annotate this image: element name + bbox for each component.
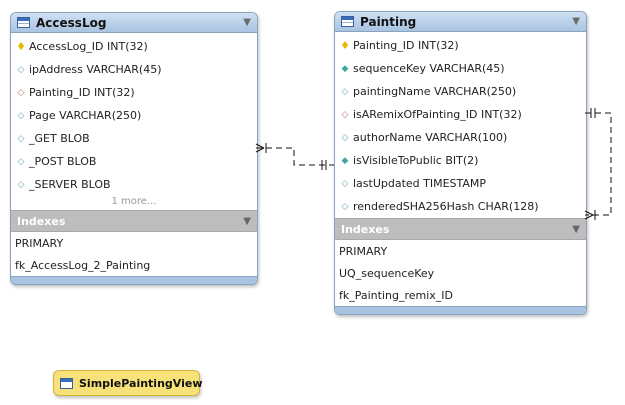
view-icon [60,377,73,389]
column-label: AccessLog_ID INT(32) [29,40,148,53]
column-label: _SERVER BLOB [29,178,111,191]
table-title: AccessLog [36,15,107,30]
indexes-header[interactable]: Indexes ▼ [11,210,257,232]
table-column[interactable]: ♦Painting_ID INT(32) [335,34,586,57]
column-icon: ◇ [17,64,25,75]
column-icon: ◇ [17,179,25,190]
index-item[interactable]: fk_Painting_remix_ID [339,288,454,302]
table-column[interactable]: ◇ lastUpdated TIMESTAMP [335,172,586,195]
table-column[interactable]: ◇ Painting_ID INT(32) [11,81,257,104]
column-icon: ◇ [341,86,349,97]
table-column[interactable]: ◇ ipAddress VARCHAR(45) [11,58,257,81]
column-label: sequenceKey VARCHAR(45) [353,62,505,75]
painting-table[interactable]: Painting ▼ ♦Painting_ID INT(32) ◆ sequenc… [334,11,587,315]
primary-key-icon: ♦ [16,40,26,53]
collapse-arrow-icon[interactable]: ▼ [243,215,251,227]
accesslog-table[interactable]: AccessLog ▼ ♦AccessLog_ID INT(32) ◇ ipAdd… [10,12,258,285]
table-column[interactable]: ◇ isARemixOfPainting_ID INT(32) [335,103,586,126]
table-column[interactable]: ◆ isVisibleToPublic BIT(2) [335,149,586,172]
column-label: Page VARCHAR(250) [29,109,142,122]
view-simplepaintingview[interactable]: SimplePaintingView [53,370,203,396]
indexes-header[interactable]: Indexes ▼ [335,218,586,240]
indexes-label: Indexes [17,214,66,228]
relationship-accesslog-painting[interactable] [255,143,334,170]
index-item[interactable]: UQ_sequenceKey [339,266,435,280]
collapse-arrow-icon[interactable]: ▼ [243,17,251,28]
column-label: authorName VARCHAR(100) [353,131,508,144]
relationship-painting-self[interactable] [584,108,612,220]
table-footer [11,276,257,284]
table-icon [341,16,354,27]
column-label: isARemixOfPainting_ID INT(32) [353,108,522,121]
column-icon: ◇ [17,133,25,144]
column-icon: ◇ [341,201,349,212]
table-column[interactable]: ◇ paintingName VARCHAR(250) [335,80,586,103]
table-column[interactable]: ◇ authorName VARCHAR(100) [335,126,586,149]
column-label: _POST BLOB [29,155,97,168]
column-label: lastUpdated TIMESTAMP [353,177,487,190]
column-label: _GET BLOB [29,132,90,145]
foreign-key-icon: ◇ [341,109,349,120]
column-icon: ◇ [341,132,349,143]
index-item[interactable]: PRIMARY [339,244,388,258]
column-label: Painting_ID INT(32) [29,86,135,99]
collapse-arrow-icon[interactable]: ▼ [572,16,580,27]
accesslog-table-header[interactable]: AccessLog ▼ [11,13,257,33]
table-column[interactable]: ◆ sequenceKey VARCHAR(45) [335,57,586,80]
column-icon: ◇ [17,156,25,167]
index-item[interactable]: fk_AccessLog_2_Painting [15,258,151,272]
table-column[interactable]: ♦AccessLog_ID INT(32) [11,35,257,58]
indexes-label: Indexes [341,222,390,236]
view-label: SimplePaintingView [79,376,203,390]
table-icon [17,17,30,28]
column-label: paintingName VARCHAR(250) [353,85,517,98]
primary-key-icon: ♦ [340,39,350,52]
collapse-arrow-icon[interactable]: ▼ [572,223,580,235]
column-label: Painting_ID INT(32) [353,39,459,52]
not-null-column-icon: ◆ [341,155,349,166]
more-columns-link[interactable]: 1 more... [111,196,157,207]
not-null-column-icon: ◆ [341,63,349,74]
table-column[interactable]: ◇ _POST BLOB [11,150,257,173]
column-label: isVisibleToPublic BIT(2) [353,154,479,167]
column-label: renderedSHA256Hash CHAR(128) [353,200,539,213]
column-label: ipAddress VARCHAR(45) [29,63,162,76]
table-column[interactable]: ◇ _SERVER BLOB [11,173,257,196]
table-title: Painting [360,14,417,29]
table-column[interactable]: ◇ Page VARCHAR(250) [11,104,257,127]
foreign-key-icon: ◇ [17,87,25,98]
painting-table-header[interactable]: Painting ▼ [335,12,586,32]
column-icon: ◇ [341,178,349,189]
index-item[interactable]: PRIMARY [15,236,64,250]
column-icon: ◇ [17,110,25,121]
table-footer [335,306,586,314]
table-column[interactable]: ◇ renderedSHA256Hash CHAR(128) [335,195,586,218]
table-column[interactable]: ◇ _GET BLOB [11,127,257,150]
